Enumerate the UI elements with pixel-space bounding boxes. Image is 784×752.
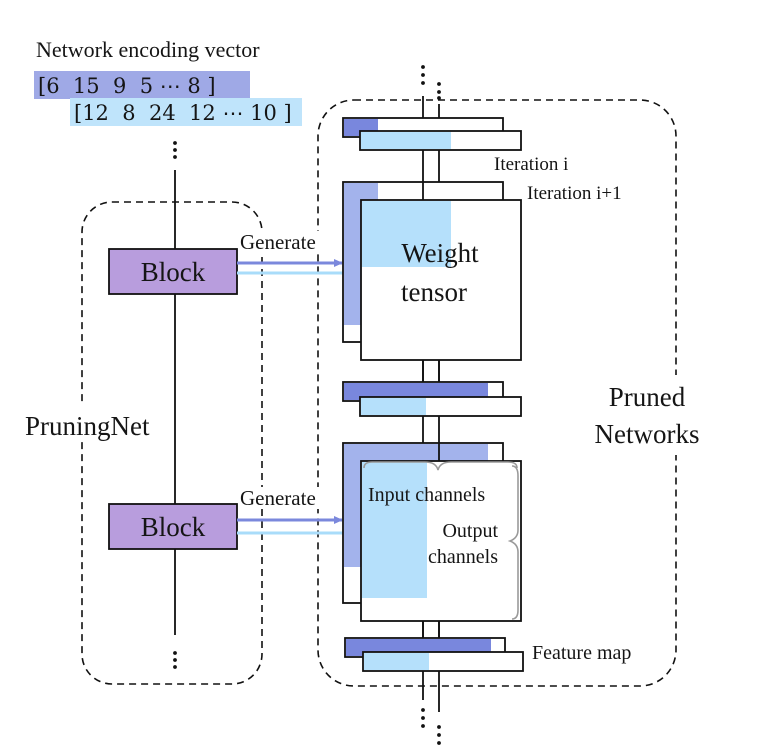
- block-2-label: Block: [141, 512, 206, 542]
- feature-map-bottom: [344, 637, 524, 672]
- weight-tensor-2: Input channels Output channels: [342, 442, 522, 622]
- input-channels-brace-icon: [363, 461, 518, 471]
- pruned-networks-label-bg: [582, 375, 708, 455]
- vector-highlight-light: [70, 98, 302, 126]
- generate-label-2: Generate: [240, 486, 316, 510]
- pruningnet-container: [81, 201, 263, 685]
- output-channels-brace-icon: [507, 465, 519, 620]
- feature-map-label: Feature map: [532, 642, 631, 664]
- iteration-i-label: Iteration i: [494, 154, 568, 175]
- ellipsis-right-top-icon: [421, 65, 441, 100]
- ellipsis-bottom-icon: [173, 651, 177, 669]
- generate-arrows-1: Generate: [237, 230, 359, 277]
- pruningnet-label-bg: [20, 405, 168, 441]
- pruned-networks-container: [317, 99, 677, 687]
- pruned-networks-label-1: Pruned: [609, 382, 686, 412]
- ellipsis-top-icon: [173, 141, 177, 159]
- pruningnet-label: PruningNet: [25, 411, 150, 441]
- pruningnet-block-2[interactable]: Block: [108, 503, 238, 550]
- pruned-networks-label-2: Networks: [595, 419, 700, 449]
- encoding-vector-i: [6 15 9 5 ⋯ 8 ]: [38, 74, 216, 98]
- weight-tensor-1: Weight tensor: [342, 181, 522, 361]
- weight-tensor-label-2: tensor: [401, 277, 467, 307]
- input-channels-label: Input channels: [368, 484, 485, 506]
- block-1-label: Block: [141, 257, 206, 287]
- vector-highlight-dark: [34, 71, 250, 99]
- feature-map-top: [342, 117, 522, 151]
- iteration-i-plus-1-label: Iteration i+1: [527, 183, 622, 204]
- output-channels-label-1: Output: [442, 520, 498, 542]
- feature-map-middle: [342, 381, 522, 417]
- output-channels-label-2: channels: [428, 546, 498, 568]
- generate-label-1: Generate: [240, 230, 316, 254]
- encoding-vector-title: Network encoding vector: [36, 37, 260, 62]
- generate-arrows-2: Generate: [237, 486, 359, 537]
- encoding-vector-i-plus-1: [12 8 24 12 ⋯ 10 ]: [74, 101, 292, 125]
- ellipsis-right-bottom-icon: [421, 708, 441, 745]
- weight-tensor-label-1: Weight: [401, 238, 479, 268]
- pruningnet-block-1[interactable]: Block: [108, 248, 238, 295]
